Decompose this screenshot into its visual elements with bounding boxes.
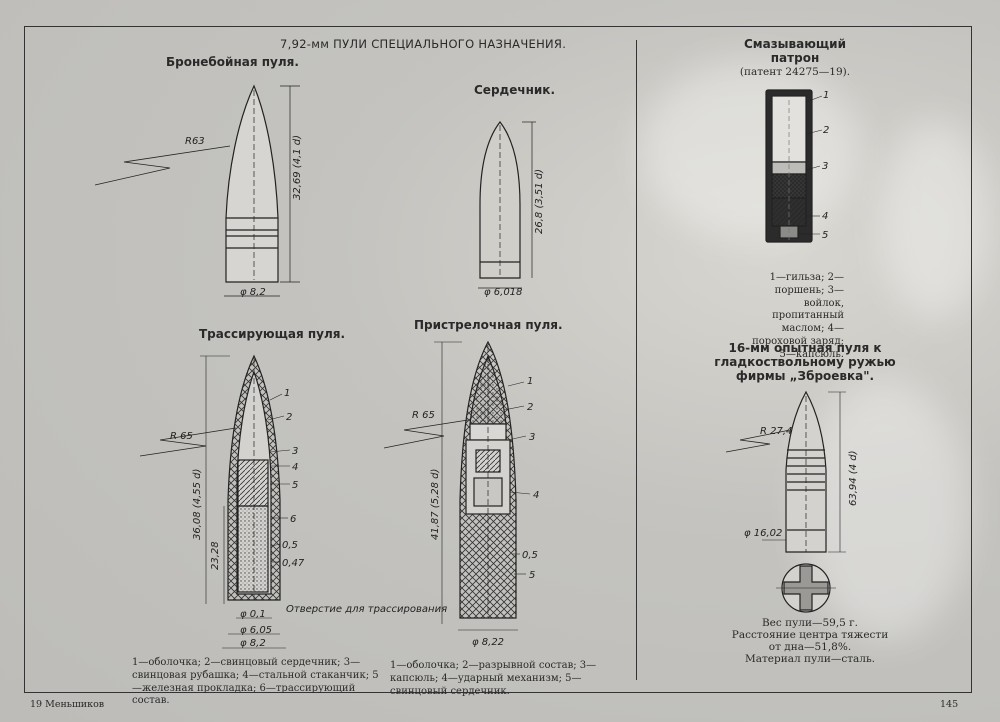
sighting-legend: 1—оболочка; 2—разрывной состав; 3—капсюл… [390, 660, 597, 697]
core-height-label: 26,8 (3,51 d) [534, 169, 545, 234]
tracer-part-3: 3 [292, 446, 298, 457]
sighting-part-2: 2 [527, 402, 533, 413]
tracer-part-6: 6 [290, 514, 296, 525]
tracer-diam-3: φ 8,2 [240, 638, 266, 649]
tracer-hole-note: Отверстие для трассирования [286, 604, 447, 615]
sighting-diameter-label: φ 8,22 [472, 637, 504, 648]
footer-left: 19 Меньшиков [30, 699, 105, 710]
column-divider [636, 40, 637, 680]
page-frame [24, 26, 972, 693]
tracer-diam-1: φ 0,1 [240, 609, 266, 620]
lubricating-title-1: Смазывающий [744, 37, 846, 51]
tracer-diam-2: φ 6,05 [240, 625, 272, 636]
sighting-part-4: 4 [533, 490, 539, 501]
armor-height-label: 32,69 (4,1 d) [292, 135, 303, 200]
page-title: 7,92-мм ПУЛИ СПЕЦИАЛЬНОГО НАЗНАЧЕНИЯ. [280, 37, 567, 51]
sighting-radius-label: R 65 [412, 410, 435, 421]
sighting-height-label: 41,87 (5,28 d) [430, 469, 441, 540]
lubricating-cartridge-drawing [765, 89, 823, 243]
shotgun-diameter-label: φ 16,02 [744, 528, 782, 539]
tracer-part-1: 1 [284, 388, 290, 399]
armor-diameter-label: φ 8,2 [240, 287, 266, 298]
lubricating-part-4: 4 [822, 211, 828, 222]
lubricating-part-3: 3 [822, 161, 828, 172]
armor-piercing-bullet-drawing [94, 84, 300, 297]
tracer-bullet-drawing [139, 354, 291, 649]
lubricating-patent: (патент 24275—19). [739, 66, 851, 78]
core-diameter-label: φ 6,018 [484, 287, 522, 298]
shotgun-title-3: фирмы „Зброевка". [735, 369, 875, 383]
shotgun-bullet-drawing [725, 390, 846, 613]
page-number: 145 [940, 699, 959, 710]
armor-piercing-title: Бронебойная пуля. [166, 55, 299, 69]
sighting-part-3: 3 [529, 432, 535, 443]
sighting-bullet-drawing [383, 340, 531, 631]
tracer-title: Трассирующая пуля. [199, 327, 345, 341]
sighting-dim-05: 0,5 [522, 550, 538, 561]
shotgun-note-4: Материал пули—сталь. [744, 653, 876, 665]
tracer-height-total-label: 36,08 (4,55 d) [192, 469, 203, 540]
lubricating-part-1: 1 [823, 90, 829, 101]
lubricating-legend: 1—гильза; 2—поршень; 3—войлок, пропитанн… [752, 272, 844, 360]
sighting-part-1: 1 [527, 376, 533, 387]
tracer-part-4: 4 [292, 462, 298, 473]
armor-radius-label: R63 [185, 136, 205, 147]
tracer-dim-05: 0,5 [282, 540, 298, 551]
shotgun-title-1: 16-мм опытная пуля к [728, 341, 882, 355]
tracer-height-lower-label: 23,28 [210, 541, 221, 570]
shotgun-note-1: Вес пули—59,5 г. [761, 617, 859, 629]
shotgun-title-2: гладкоствольному ружью [714, 355, 896, 369]
tracer-legend: 1—оболочка; 2—свинцовый сердечник; 3—сви… [132, 657, 379, 707]
lubricating-part-5: 5 [822, 230, 828, 241]
shotgun-note-2: Расстояние центра тяжести [731, 629, 889, 641]
tracer-part-5: 5 [292, 480, 298, 491]
paper-stain [640, 60, 860, 240]
sighting-part-5: 5 [529, 570, 535, 581]
lubricating-part-2: 2 [823, 125, 829, 136]
shotgun-radius-label: R 27,4 [760, 426, 792, 437]
shotgun-note-3: от дна—51,8%. [768, 641, 852, 653]
core-drawing [478, 121, 536, 289]
core-title: Сердечник. [474, 83, 556, 97]
sighting-title: Пристрелочная пуля. [414, 318, 563, 332]
tracer-part-2: 2 [286, 412, 292, 423]
tracer-dim-047: 0,47 [282, 558, 305, 569]
shotgun-height-label: 63,94 (4 d) [848, 451, 859, 507]
tracer-radius-label: R 65 [170, 431, 193, 442]
lubricating-title-2: патрон [770, 51, 820, 65]
